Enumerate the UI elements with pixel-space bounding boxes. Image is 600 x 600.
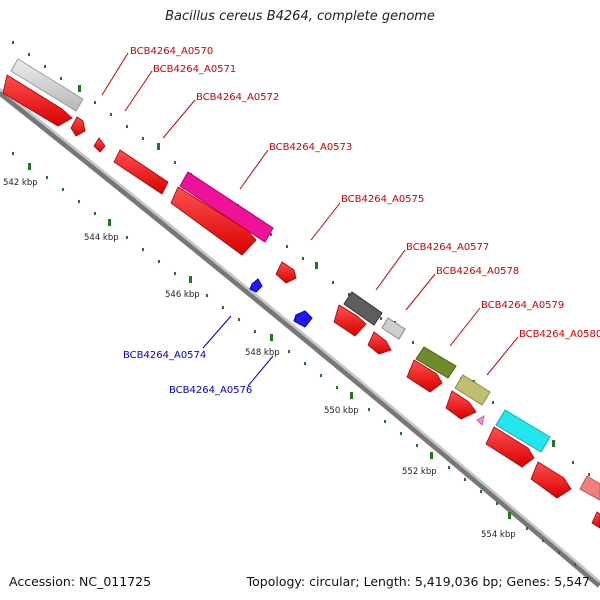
gene-label-a0570[interactable]: BCB4264_A0570 [130, 46, 213, 57]
scale-ticks-outer [12, 41, 590, 476]
gene-label-a0574[interactable]: BCB4264_A0574 [123, 350, 206, 361]
genome-summary-text: Topology: circular; Length: 5,419,036 bp… [246, 574, 590, 589]
gene-red-6[interactable] [275, 261, 297, 284]
gene-bcb4264-a0580[interactable] [454, 374, 491, 406]
accession-text: Accession: NC_011725 [9, 574, 152, 589]
gene-red-1[interactable] [2, 74, 73, 127]
genome-backbone [0, 88, 600, 588]
gene-bcb4264-a0578[interactable] [381, 317, 406, 340]
gene-track-forward-inner [2, 74, 600, 529]
genome-title: Bacillus cereus B4264, complete genome [165, 9, 435, 24]
gene-labels-reverse: BCB4264_A0574 BCB4264_A0576 [123, 350, 252, 396]
scale-labels: 542 kbp 544 kbp 546 kbp 548 kbp 550 kbp … [3, 178, 516, 540]
gene-label-a0580[interactable]: BCB4264_A0580 [519, 329, 600, 340]
scale-label-544: 544 kbp [84, 233, 119, 243]
gene-salmon[interactable] [579, 475, 600, 501]
gene-bcb4264-a0576[interactable] [293, 310, 313, 328]
gene-red-10[interactable] [445, 390, 477, 420]
gene-label-a0578[interactable]: BCB4264_A0578 [436, 266, 519, 277]
scale-label-550: 550 kbp [324, 406, 359, 416]
gene-red-2[interactable] [70, 116, 86, 137]
gene-red-7[interactable] [333, 304, 367, 337]
scale-label-546: 546 kbp [165, 290, 200, 300]
gene-label-a0576[interactable]: BCB4264_A0576 [169, 385, 252, 396]
scale-label-548: 548 kbp [245, 348, 280, 358]
leader-lines-forward [101, 52, 519, 376]
gene-cyan[interactable] [495, 409, 551, 453]
gene-red-4[interactable] [113, 149, 169, 195]
gene-labels-forward: BCB4264_A0570 BCB4264_A0571 BCB4264_A057… [130, 46, 600, 340]
gene-bcb4264-a0570[interactable] [10, 58, 84, 112]
gene-label-a0577[interactable]: BCB4264_A0577 [406, 242, 489, 253]
scale-ticks-inner [12, 152, 576, 566]
gene-red-9[interactable] [406, 359, 443, 393]
scale-label-542: 542 kbp [3, 178, 38, 188]
gene-label-a0575[interactable]: BCB4264_A0575 [341, 194, 424, 205]
gene-red-5[interactable] [170, 186, 257, 256]
gene-red-11[interactable] [485, 426, 535, 468]
gene-track-forward-outer [10, 58, 600, 501]
gene-bcb4264-a0577[interactable] [343, 291, 383, 326]
scale-label-554: 554 kbp [481, 530, 516, 540]
gene-pink-small[interactable] [476, 415, 485, 426]
gene-bcb4264-a0579[interactable] [415, 346, 457, 379]
gene-label-a0571[interactable]: BCB4264_A0571 [153, 64, 236, 75]
gene-red-13[interactable] [591, 511, 600, 529]
leader-lines-reverse [202, 315, 274, 387]
gene-bcb4264-a0573[interactable] [179, 171, 274, 243]
gene-red-3[interactable] [93, 137, 106, 153]
scale-label-552: 552 kbp [402, 467, 437, 477]
gene-label-a0572[interactable]: BCB4264_A0572 [196, 92, 279, 103]
gene-red-8[interactable] [367, 331, 392, 355]
gene-red-12[interactable] [530, 461, 572, 499]
gene-label-a0579[interactable]: BCB4264_A0579 [481, 300, 564, 311]
gene-track-reverse [249, 278, 313, 328]
gene-bcb4264-a0574[interactable] [249, 278, 263, 293]
gene-label-a0573[interactable]: BCB4264_A0573 [269, 142, 352, 153]
